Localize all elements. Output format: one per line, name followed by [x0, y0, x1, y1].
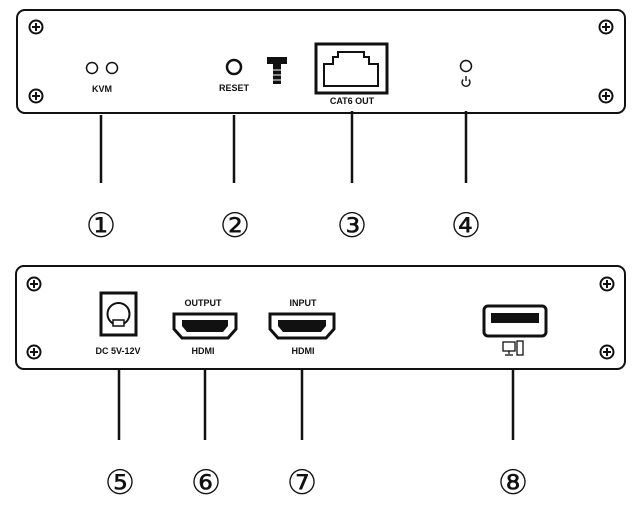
callout-6: ⑥ [191, 463, 221, 503]
dc-input-label: DC 5V-12V [95, 346, 140, 356]
callout-5: ⑤ [105, 463, 135, 503]
rj45-port[interactable] [314, 42, 389, 95]
t-shaped-icon [267, 57, 287, 84]
reset-button[interactable] [225, 58, 243, 76]
reset-label: RESET [219, 83, 250, 93]
front-panel: KVM RESET CAT6 OUT [16, 9, 626, 114]
callout-3: ③ [337, 206, 367, 246]
cat6-out-label: CAT6 OUT [330, 96, 375, 106]
screw-icon [26, 344, 42, 360]
hdmi-input-top-label: INPUT [290, 298, 318, 308]
computer-icon [502, 340, 524, 356]
rear-panel: DC 5V-12V OUTPUT HDMI INPUT HDMI [15, 265, 626, 370]
power-led [459, 59, 473, 73]
callout-4: ④ [451, 206, 481, 246]
kvm-label: KVM [92, 84, 112, 94]
screw-icon [599, 276, 615, 292]
usb-port[interactable] [482, 304, 548, 338]
screw-icon [599, 344, 615, 360]
screw-icon [598, 88, 614, 104]
screw-icon [598, 19, 614, 35]
callout-7: ⑦ [287, 463, 317, 503]
screw-icon [26, 276, 42, 292]
screw-icon [28, 88, 44, 104]
power-icon [461, 76, 471, 88]
hdmi-input-port[interactable] [268, 312, 336, 340]
callout-2: ② [220, 206, 250, 246]
dc-power-jack[interactable] [99, 291, 138, 337]
kvm-led-pair [85, 61, 119, 75]
callout-1: ① [86, 206, 116, 246]
hdmi-output-top-label: OUTPUT [185, 298, 223, 308]
screw-icon [28, 19, 44, 35]
hdmi-output-port[interactable] [172, 312, 238, 340]
hdmi-output-bottom-label: HDMI [192, 346, 215, 356]
hdmi-input-bottom-label: HDMI [292, 346, 315, 356]
callout-8: ⑧ [498, 463, 528, 503]
